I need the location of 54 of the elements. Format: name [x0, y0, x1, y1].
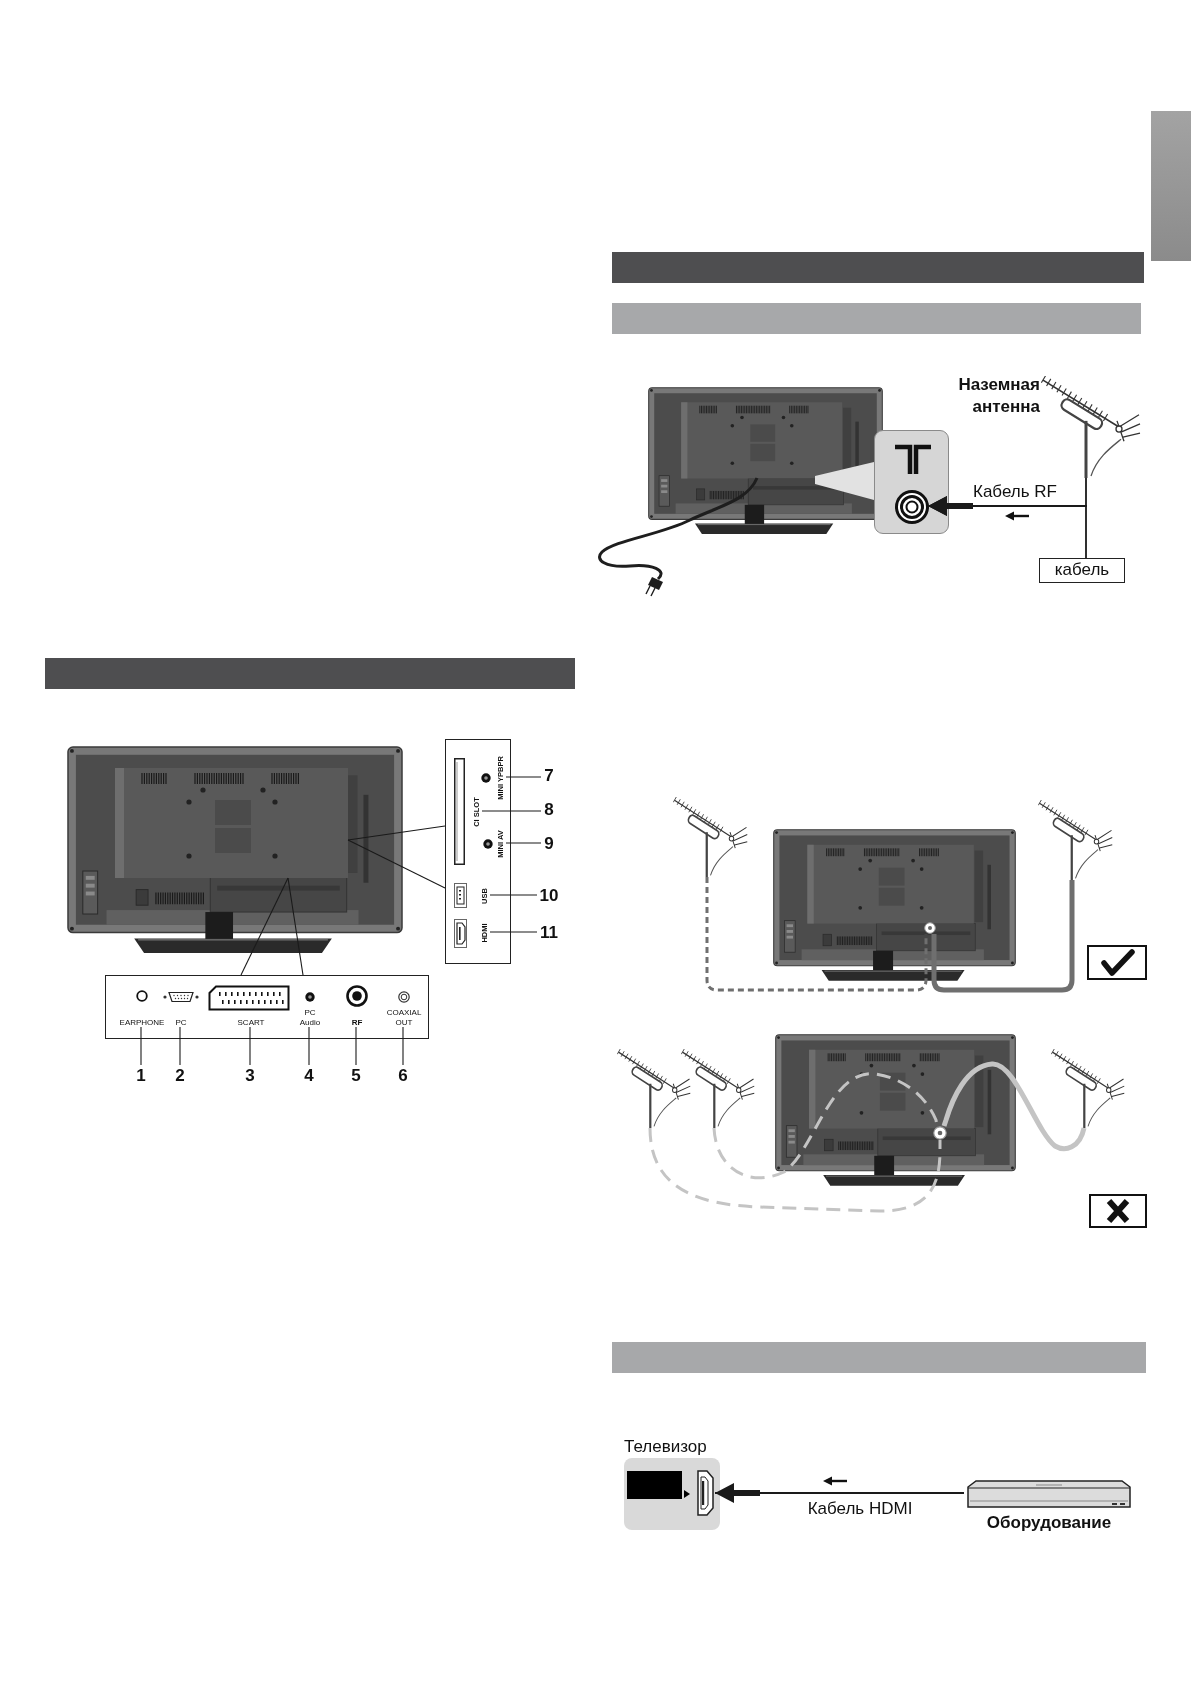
callout-number: 10: [537, 885, 561, 906]
antenna-icon: [617, 1049, 691, 1128]
callout-number: 8: [541, 799, 557, 820]
callout-line: [347, 839, 446, 889]
antenna-label: Наземная антенна: [957, 374, 1040, 418]
connector-line: [355, 1026, 357, 1066]
connector-line: [140, 1026, 142, 1066]
connector-line: [249, 1026, 251, 1066]
connector-line: [489, 894, 538, 896]
port-label: PC Audio: [296, 1008, 324, 1028]
callout-number: 2: [172, 1065, 188, 1086]
tv-label: Телевизор: [624, 1436, 708, 1457]
connector-panel: [105, 975, 429, 1039]
callout-number: 1: [133, 1065, 149, 1086]
rf-jack-icon: [895, 490, 929, 524]
antenna-cable: [931, 880, 1075, 993]
antenna-icon: [673, 797, 748, 877]
port-label: EARPHONE: [117, 1018, 167, 1028]
connector-line: [481, 810, 542, 812]
port-label: SCART: [234, 1018, 268, 1028]
callout-number: 9: [541, 833, 557, 854]
rf-inset-panel: [874, 430, 949, 534]
rear-panel: [115, 768, 348, 878]
callout-number: 4: [301, 1065, 317, 1086]
antenna-icon: [1051, 1049, 1125, 1128]
antenna-jack-icon: [924, 922, 936, 934]
connector-line: [489, 931, 538, 933]
port-label: COAXIAL OUT: [385, 1008, 423, 1028]
callout-number: 3: [242, 1065, 258, 1086]
connector-line: [505, 842, 542, 844]
connector-panel: [445, 739, 511, 964]
callout-number: 6: [395, 1065, 411, 1086]
port-label: RF: [349, 1018, 365, 1028]
connector-line: [505, 776, 542, 778]
hdmi-port-icon: [694, 1469, 715, 1517]
callout-line: [347, 825, 446, 841]
connector-line: [308, 1026, 310, 1066]
callout-number: 11: [537, 922, 561, 943]
callout-number: 7: [541, 765, 557, 786]
device-label: Оборудование: [985, 1512, 1113, 1533]
antenna-cable: [941, 1061, 1087, 1151]
connector-line: [402, 1026, 404, 1066]
antenna-icon: [1038, 800, 1113, 880]
callout-number: 5: [348, 1065, 364, 1086]
antenna-cable: [712, 1072, 939, 1180]
callout-line: [240, 877, 289, 976]
callout-line: [287, 877, 304, 976]
cable-tv-box: кабель: [1039, 558, 1125, 583]
port-label: PC: [173, 1018, 189, 1028]
antenna-cable: [648, 1127, 942, 1213]
antenna-icon: [681, 1049, 755, 1128]
connector-line: [179, 1026, 181, 1066]
antenna-cable: [705, 877, 928, 992]
antenna-jack-icon: [933, 1126, 947, 1140]
